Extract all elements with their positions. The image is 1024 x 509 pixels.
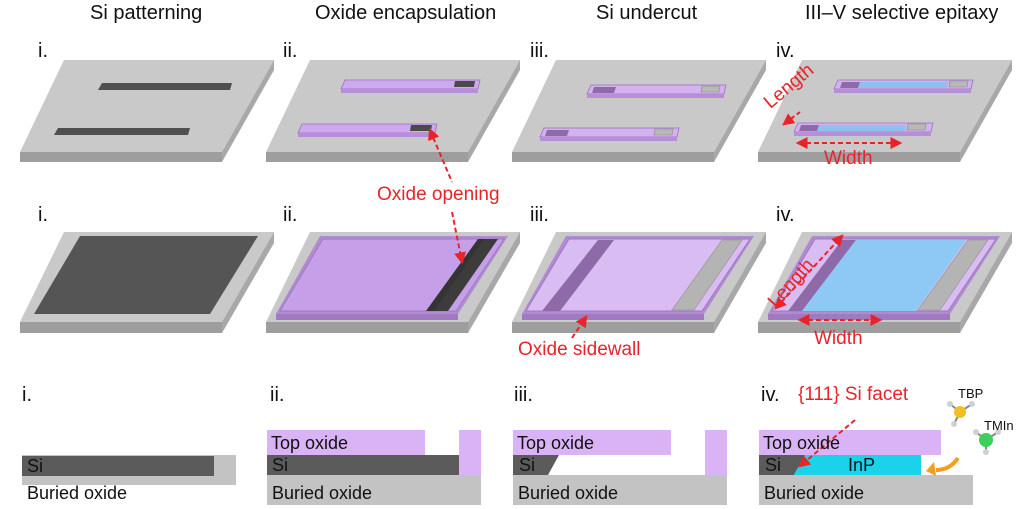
molecule-tmin	[973, 429, 1001, 455]
row1-panel-ii	[266, 60, 520, 162]
label-si-iv: Si	[765, 455, 782, 475]
annotation-width-row2: Width	[814, 328, 863, 349]
si-strip	[98, 83, 232, 90]
precursor-arrow	[935, 456, 960, 472]
label-buried-oxide-ii: Buried oxide	[272, 483, 373, 503]
row3-panel-ii	[267, 430, 481, 505]
header-iii-v-selective-epitaxy: III–V selective epitaxy	[805, 2, 999, 24]
row1-label-iii: iii.	[530, 40, 549, 62]
row3-label-ii: ii.	[270, 384, 285, 406]
oxide-sidewall-arrow	[571, 315, 588, 339]
annotation-arrows	[428, 111, 903, 468]
annotation-oxide-sidewall: Oxide sidewall	[518, 339, 641, 360]
si-facet-arrow	[798, 419, 856, 468]
row3-label-iii: iii.	[514, 384, 533, 406]
label-top-oxide-ii: Top oxide	[271, 433, 349, 453]
annotation-width-row1: Width	[824, 148, 873, 169]
row1-panel-iv	[758, 60, 1012, 162]
annotation-oxide-opening: Oxide opening	[377, 184, 500, 205]
row2-label-iv: iv.	[776, 204, 795, 226]
label-buried-oxide-iv: Buried oxide	[764, 483, 865, 503]
label-inp: InP	[848, 455, 876, 475]
label-tmin: TMIn	[984, 418, 1014, 433]
row2-panel-iii	[512, 232, 766, 333]
row3-label-i: i.	[22, 384, 32, 406]
row1-panel-iii	[512, 60, 766, 162]
oxide-opening-arrow-top	[428, 127, 453, 183]
label-si-iii: Si	[519, 455, 536, 475]
row1-label-ii: ii.	[283, 40, 298, 62]
row1-label-iv: iv.	[776, 40, 795, 62]
row2-label-iii: iii.	[530, 204, 549, 226]
label-top-oxide-iv: Top oxide	[763, 433, 841, 453]
label-si-ii: Si	[272, 455, 289, 475]
precursor-arrow-head	[926, 462, 936, 476]
row2-panel-ii	[266, 232, 520, 333]
header-si-patterning: Si patterning	[90, 2, 203, 24]
si-strip	[54, 128, 190, 135]
row1-panel-i	[20, 60, 274, 162]
row2-label-ii: ii.	[283, 204, 298, 226]
label-si-i: Si	[27, 456, 44, 476]
molecule-tbp	[947, 401, 975, 427]
row2-label-i: i.	[38, 204, 48, 226]
header-oxide-encapsulation: Oxide encapsulation	[315, 2, 497, 24]
row2-panel-i	[20, 232, 274, 333]
row1-label-i: i.	[38, 40, 48, 62]
label-tbp: TBP	[958, 386, 984, 401]
label-top-oxide-iii: Top oxide	[517, 433, 595, 453]
row3-panel-iv	[759, 430, 973, 505]
row3-panel-i	[22, 455, 236, 485]
annotation-si-facet: {111} Si facet	[798, 384, 909, 405]
row3-panel-iii	[513, 430, 727, 505]
row3-label-iv: iv.	[761, 384, 780, 406]
oxide-opening-arrow-bottom	[451, 211, 467, 265]
length-arrow-row1	[782, 111, 801, 126]
header-si-undercut: Si undercut	[596, 2, 698, 24]
length-arrow-row2	[774, 234, 844, 310]
label-buried-oxide-i: Buried oxide	[27, 483, 128, 503]
label-buried-oxide-iii: Buried oxide	[518, 483, 619, 503]
